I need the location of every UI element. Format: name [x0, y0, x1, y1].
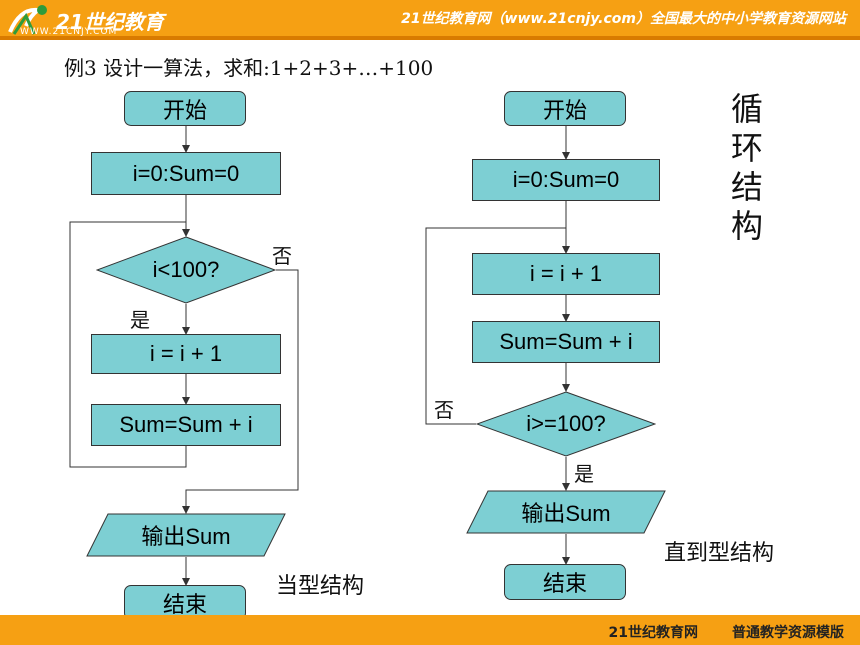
header-bar: 21世纪教育 WWW.21CNJY.COM 21世纪教育网（www.21cnjy… [0, 0, 860, 40]
right-end-node: 结束 [504, 564, 626, 600]
logo-icon [8, 5, 47, 35]
left-yes-label: 是 [130, 308, 150, 332]
footer-left: 21世纪教育网 [608, 625, 698, 641]
right-no-label: 否 [434, 398, 454, 422]
right-sum-node: Sum=Sum + i [472, 321, 660, 363]
left-init-node: i=0:Sum=0 [91, 152, 281, 195]
footer-bar: 21世纪教育网 普通教学资源模版 [0, 615, 860, 645]
right-increment-node: i = i + 1 [472, 253, 660, 295]
left-end-node: 结束 [124, 585, 246, 620]
logo-url: WWW.21CNJY.COM [20, 27, 118, 37]
right-condition-node: i>=100? [476, 391, 656, 457]
right-caption: 直到型结构 [664, 541, 775, 566]
right-yes-label: 是 [574, 462, 594, 486]
header-site-title: 21世纪教育网（www.21cnjy.com）全国最大的中小学教育资源网站 [401, 11, 846, 27]
left-condition-node: i<100? [96, 236, 276, 304]
left-condition-label: i<100? [152, 257, 220, 282]
left-increment-node: i = i + 1 [91, 334, 281, 374]
page-title: 例3 设计一算法，求和:1+2+3+…+100 [64, 56, 434, 80]
left-caption: 当型结构 [276, 574, 365, 599]
header-divider [0, 36, 860, 40]
left-sum-node: Sum=Sum + i [91, 404, 281, 446]
right-output-label: 输出Sum [521, 501, 611, 526]
right-condition-label: i>=100? [526, 411, 606, 436]
logo-text: 21世纪教育 [56, 10, 164, 34]
left-start-node: 开始 [124, 91, 246, 126]
right-init-node: i=0:Sum=0 [472, 159, 660, 201]
footer-text: 21世纪教育网 普通教学资源模版 [575, 622, 844, 642]
loop-structure-label: 循环结构 [730, 90, 763, 245]
left-output-label: 输出Sum [141, 524, 231, 549]
left-no-label: 否 [272, 244, 292, 268]
right-start-node: 开始 [504, 91, 626, 126]
right-output-node: 输出Sum [466, 490, 666, 534]
footer-right: 普通教学资源模版 [732, 625, 844, 641]
left-output-node: 输出Sum [86, 513, 286, 557]
